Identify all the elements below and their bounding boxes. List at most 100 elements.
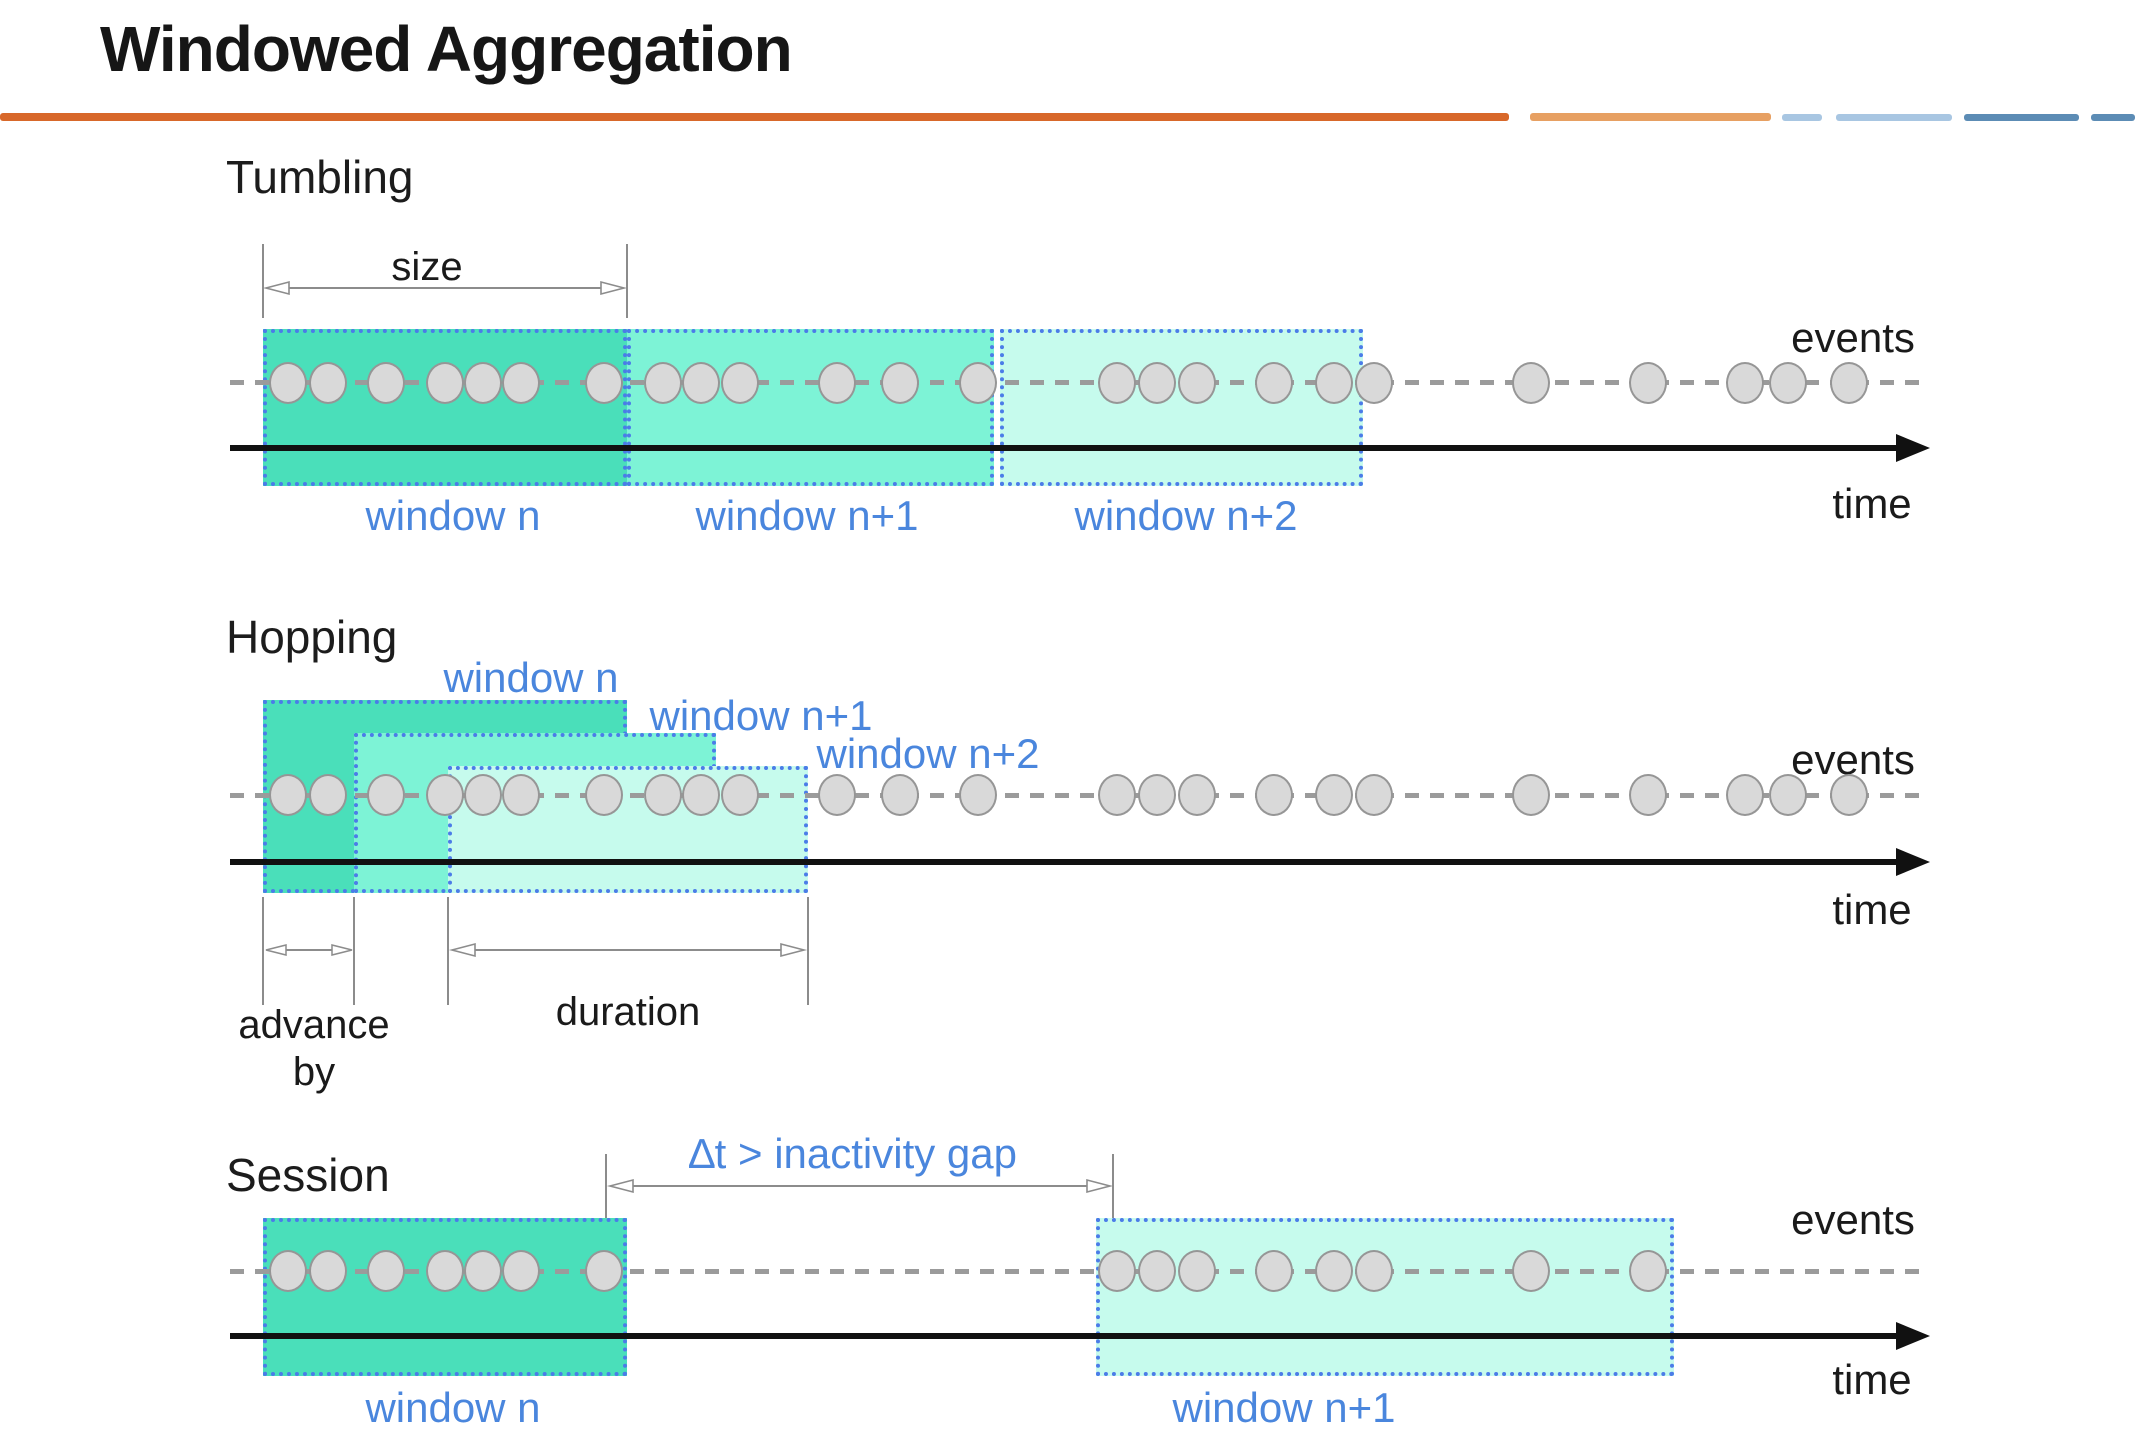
- session-time-label: time: [1832, 1356, 1912, 1403]
- tumbling-time-label: time: [1832, 480, 1912, 527]
- event-dot: [269, 774, 307, 816]
- advance-dimension-tick-left: [262, 897, 264, 1005]
- duration-dimension-arrow-icon: [448, 942, 808, 958]
- event-dot: [1098, 362, 1136, 404]
- gap-dimension-arrow-icon: [606, 1178, 1114, 1194]
- event-dot: [426, 774, 464, 816]
- event-dot: [367, 1250, 405, 1292]
- duration-dimension-tick-left: [447, 897, 449, 1005]
- event-dot: [959, 774, 997, 816]
- event-dot: [1769, 774, 1807, 816]
- event-dot: [464, 774, 502, 816]
- hopping-time-axis-arrow-icon: [1896, 848, 1930, 876]
- hopping-heading: Hopping: [226, 611, 398, 663]
- divider-segment-light-orange: [1530, 113, 1771, 121]
- hopping-window-n1-label: window n+1: [649, 692, 873, 739]
- advance-by-label-line1: advance: [238, 1003, 390, 1047]
- event-dot: [1315, 1250, 1353, 1292]
- event-dot: [502, 362, 540, 404]
- event-dot: [1726, 362, 1764, 404]
- hopping-time-axis: [230, 859, 1902, 865]
- event-dot: [721, 774, 759, 816]
- size-dimension-arrow-icon: [262, 280, 628, 296]
- divider-segment-light-blue-short: [1782, 114, 1822, 121]
- session-events-line: [230, 1269, 1922, 1274]
- session-events-label: events: [1791, 1196, 1915, 1243]
- tumbling-events-row: [0, 362, 2148, 404]
- event-dot: [1178, 1250, 1216, 1292]
- session-events-row: [0, 1250, 2148, 1292]
- event-dot: [1255, 362, 1293, 404]
- duration-dimension-tick-right: [807, 897, 809, 1005]
- divider-segment-light-blue: [1836, 114, 1952, 121]
- event-dot: [1255, 1250, 1293, 1292]
- divider-segment-steel-blue-short: [2091, 114, 2135, 121]
- event-dot: [881, 774, 919, 816]
- divider-segment-orange: [0, 113, 1509, 121]
- tumbling-window-n2-label: window n+2: [1074, 492, 1298, 539]
- event-dot: [1629, 774, 1667, 816]
- advance-dimension-tick-right: [353, 897, 355, 1005]
- hopping-window-n-label: window n: [443, 654, 619, 701]
- event-dot: [309, 1250, 347, 1292]
- event-dot: [959, 362, 997, 404]
- size-label: size: [391, 245, 463, 289]
- tumbling-heading: Tumbling: [226, 151, 414, 203]
- event-dot: [1138, 362, 1176, 404]
- event-dot: [1098, 1250, 1136, 1292]
- event-dot: [644, 774, 682, 816]
- event-dot: [1178, 774, 1216, 816]
- tumbling-window-n-plus-2: [1000, 329, 1363, 486]
- hopping-time-label: time: [1832, 886, 1912, 933]
- event-dot: [1512, 362, 1550, 404]
- event-dot: [502, 1250, 540, 1292]
- event-dot: [426, 1250, 464, 1292]
- tumbling-events-line: [230, 380, 1922, 385]
- duration-label: duration: [555, 990, 701, 1034]
- event-dot: [367, 774, 405, 816]
- event-dot: [1629, 1250, 1667, 1292]
- session-time-axis-arrow-icon: [1896, 1322, 1930, 1350]
- event-dot: [1098, 774, 1136, 816]
- event-dot: [1512, 1250, 1550, 1292]
- event-dot: [269, 1250, 307, 1292]
- event-dot: [1355, 1250, 1393, 1292]
- inactivity-gap-label: ∆t > inactivity gap: [688, 1130, 1018, 1177]
- session-window-n-label: window n: [365, 1384, 541, 1431]
- gap-dimension-tick-right: [1112, 1154, 1114, 1250]
- event-dot: [464, 362, 502, 404]
- event-dot: [818, 362, 856, 404]
- event-dot: [1355, 362, 1393, 404]
- session-heading: Session: [226, 1149, 390, 1201]
- tumbling-time-axis-arrow-icon: [1896, 434, 1930, 462]
- event-dot: [502, 774, 540, 816]
- tumbling-time-axis: [230, 445, 1902, 451]
- event-dot: [1830, 774, 1868, 816]
- divider-segment-steel-blue: [1964, 114, 2079, 121]
- session-window-n: [263, 1218, 627, 1376]
- event-dot: [1726, 774, 1764, 816]
- event-dot: [426, 362, 464, 404]
- tumbling-events-label: events: [1791, 314, 1915, 361]
- event-dot: [1178, 362, 1216, 404]
- session-time-axis: [230, 1333, 1902, 1339]
- event-dot: [881, 362, 919, 404]
- event-dot: [464, 1250, 502, 1292]
- hopping-events-row: [0, 774, 2148, 816]
- advance-dimension-arrow-icon: [265, 944, 353, 956]
- event-dot: [1769, 362, 1807, 404]
- tumbling-window-n: [263, 329, 627, 486]
- hopping-events-line: [230, 793, 1922, 798]
- tumbling-window-n-plus-1: [627, 329, 994, 486]
- session-window-n-plus-1: [1096, 1218, 1674, 1376]
- event-dot: [309, 774, 347, 816]
- page-title: Windowed Aggregation: [100, 13, 793, 85]
- event-dot: [1512, 774, 1550, 816]
- event-dot: [1138, 774, 1176, 816]
- event-dot: [721, 362, 759, 404]
- advance-by-label-line2: by: [292, 1050, 336, 1094]
- event-dot: [682, 362, 720, 404]
